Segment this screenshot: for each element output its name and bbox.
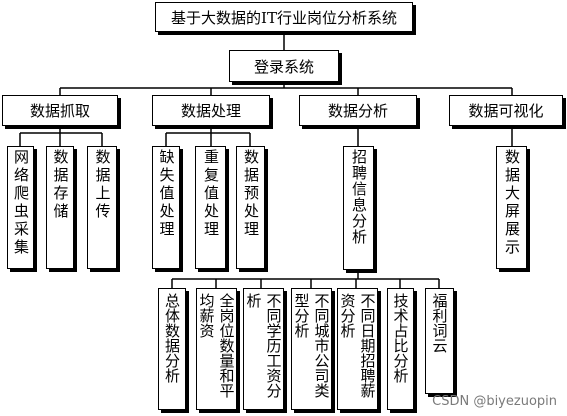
analysis-wordcloud-label: 福利词云 [430, 293, 449, 353]
leaf-data-upload-label: 数据上传 [93, 149, 112, 221]
analysis-positions-salary-label: 全岗位数量和平均薪资 [197, 293, 236, 398]
analysis-overall-label: 总体数据分析 [163, 293, 181, 383]
leaf-preprocessing-label: 数据预处理 [242, 149, 260, 239]
leaf-data-storage-label: 数据存储 [51, 149, 70, 221]
analysis-overall-box: 总体数据分析 [158, 288, 186, 410]
leaf-data-upload-box: 数据上传 [87, 146, 117, 269]
analysis-tech-ratio-label: 技术占比分析 [391, 293, 410, 383]
module-data-analysis-label: 数据分析 [327, 102, 388, 120]
recruitment-analysis-label: 招聘信息分析 [350, 149, 368, 245]
leaf-dashboard-label: 数据大屏展示 [503, 149, 521, 257]
module-data-capture-label: 数据抓取 [29, 102, 90, 120]
analysis-positions-salary-box: 全岗位数量和平均薪资 [196, 288, 237, 410]
leaf-dashboard-box: 数据大屏展示 [496, 146, 527, 269]
analysis-tech-ratio-box: 技术占比分析 [387, 288, 414, 410]
leaf-web-crawler-label: 网络爬虫采集 [12, 149, 30, 257]
module-data-processing-box: 数据处理 [152, 95, 270, 126]
recruitment-analysis-box: 招聘信息分析 [343, 146, 374, 270]
login-system-box: 登录系统 [229, 50, 339, 82]
analysis-city-company-label: 不同城市公司类型分析 [292, 293, 331, 398]
module-data-capture-box: 数据抓取 [2, 95, 118, 126]
module-data-visualization-box: 数据可视化 [449, 95, 563, 126]
leaf-duplicate-value-box: 重复值处理 [195, 146, 226, 269]
leaf-data-storage-box: 数据存储 [46, 146, 74, 269]
watermark-text: CSDN @biyezuopin [432, 394, 557, 409]
leaf-duplicate-value-label: 重复值处理 [202, 149, 220, 239]
analysis-wordcloud-box: 福利词云 [425, 288, 454, 394]
module-data-processing-label: 数据处理 [180, 102, 241, 120]
module-data-analysis-box: 数据分析 [299, 95, 417, 126]
analysis-date-salary-label: 不同日期招聘薪资分析 [338, 293, 377, 398]
analysis-date-salary-box: 不同日期招聘薪资分析 [337, 288, 378, 410]
root-system-label: 基于大数据的IT行业岗位分析系统 [171, 8, 397, 27]
root-system-box: 基于大数据的IT行业岗位分析系统 [155, 2, 413, 32]
leaf-web-crawler-box: 网络爬虫采集 [7, 146, 34, 269]
module-data-visualization-label: 数据可视化 [468, 102, 544, 120]
leaf-preprocessing-box: 数据预处理 [236, 146, 265, 269]
analysis-education-label: 不同学历工资分析 [244, 293, 283, 398]
leaf-missing-value-box: 缺失值处理 [152, 146, 180, 269]
analysis-city-company-box: 不同城市公司类型分析 [291, 288, 332, 410]
leaf-missing-value-label: 缺失值处理 [157, 149, 176, 239]
analysis-education-box: 不同学历工资分析 [243, 288, 284, 410]
login-system-label: 登录系统 [253, 57, 314, 76]
